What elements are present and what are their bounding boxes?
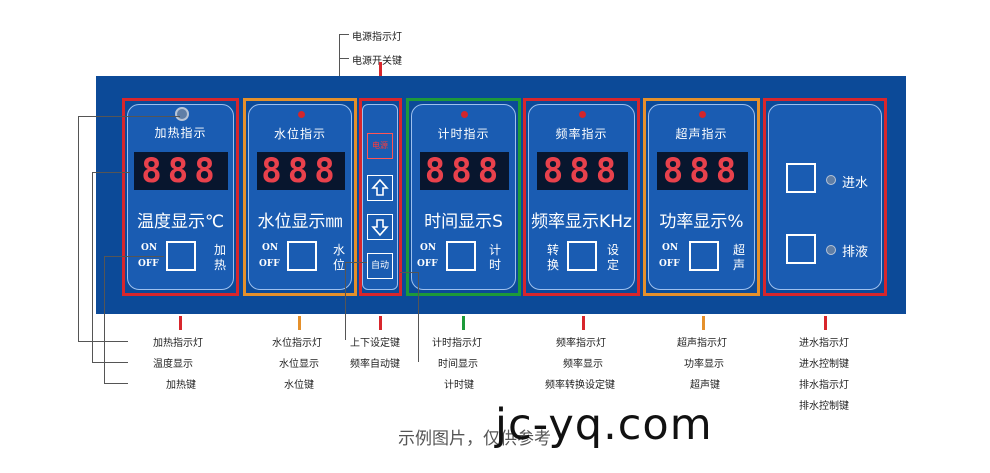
display-label: 时间显示S — [424, 212, 503, 232]
frame-power — [643, 98, 760, 296]
arrow-up-icon — [371, 178, 389, 196]
drain-label: 排液 — [842, 245, 869, 260]
annotation-freq-key: 频率转换设定键 — [545, 380, 615, 391]
panel-title: 加热指示 — [154, 126, 207, 140]
power-button[interactable]: 电源 — [367, 133, 393, 159]
on-label: ON — [262, 243, 279, 253]
annotation-water-display: 水位显示 — [279, 359, 319, 370]
display-label: 功率显示% — [659, 212, 744, 232]
annotation-freq-led: 频率指示灯 — [556, 338, 606, 349]
panel-title: 超声指示 — [675, 127, 728, 141]
side-label-bottom: 声 — [732, 258, 745, 272]
side-label-top: 设 — [606, 243, 619, 257]
panel-title: 计时指示 — [437, 127, 490, 141]
frame-timer — [406, 98, 521, 296]
power-button-label: 电源 — [372, 141, 388, 150]
heat-button[interactable] — [166, 241, 196, 271]
on-label: ON — [420, 243, 437, 253]
up-button[interactable] — [367, 175, 393, 201]
inlet-label: 进水 — [842, 176, 869, 191]
annotation-auto-key: 频率自动键 — [350, 359, 400, 370]
annotation-heat-display: 温度显示 — [153, 359, 193, 370]
frame-mid — [359, 98, 402, 296]
water-indicator-led — [298, 111, 305, 118]
inlet-button[interactable] — [786, 163, 816, 193]
caption: 示例图片，仅供参考 — [398, 429, 551, 449]
annotation-ultrasonic-led: 超声指示灯 — [677, 338, 727, 349]
annotation-water-key: 水位键 — [284, 380, 314, 391]
auto-button-label: 自动 — [370, 261, 389, 271]
annotation-timer-led: 计时指示灯 — [432, 338, 482, 349]
drain-indicator-led — [826, 245, 836, 255]
off-label: OFF — [659, 259, 680, 269]
annotation-power-indicator: 电源指示灯 — [352, 32, 402, 43]
arrow-down-icon — [371, 219, 389, 237]
annotation-water-led: 水位指示灯 — [272, 338, 322, 349]
display-label: 水位显示㎜ — [257, 212, 343, 232]
off-label: OFF — [417, 259, 438, 269]
panel-heat: 加热指示 888 温度显示℃ ON OFF 加 热 — [127, 104, 234, 290]
ultrasonic-indicator-led — [699, 111, 706, 118]
display-label: 温度显示℃ — [136, 212, 225, 232]
left-label-bottom: 换 — [546, 258, 559, 272]
off-label: OFF — [259, 259, 280, 269]
annotation-drain-led: 排水指示灯 — [799, 380, 849, 391]
side-label-top: 超 — [732, 243, 745, 257]
panel-title: 频率指示 — [555, 127, 608, 141]
timer-indicator-led — [461, 111, 468, 118]
annotation-timer-key: 计时键 — [444, 380, 474, 391]
water-level-display: 888 — [257, 152, 345, 190]
ultrasonic-button[interactable] — [689, 241, 719, 271]
timer-button[interactable] — [446, 241, 476, 271]
temperature-display: 888 — [134, 152, 228, 190]
annotation-drain-key: 排水控制键 — [799, 401, 849, 412]
annotation-ultrasonic-key: 超声键 — [690, 380, 720, 391]
side-label-bottom: 定 — [606, 258, 619, 272]
frame-drain — [763, 98, 887, 296]
panel-water: 水位指示 888 水位显示㎜ ON OFF 水 位 — [248, 104, 352, 290]
freq-indicator-led — [579, 111, 586, 118]
panel-freq: 频率指示 888 频率显示KHz 转 换 设 定 — [528, 104, 635, 290]
frame-heat — [122, 98, 239, 296]
on-label: ON — [141, 243, 158, 253]
off-label: OFF — [138, 259, 159, 269]
annotation-freq-display: 频率显示 — [563, 359, 603, 370]
freq-button[interactable] — [567, 241, 597, 271]
side-label-bottom: 热 — [213, 258, 226, 272]
panel-title: 水位指示 — [273, 127, 326, 141]
frame-water — [243, 98, 357, 296]
watermark: jc-yq.com — [495, 400, 713, 450]
frequency-display: 888 — [537, 152, 628, 190]
inlet-indicator-led — [826, 175, 836, 185]
down-button[interactable] — [367, 214, 393, 240]
side-label-top: 加 — [213, 243, 226, 257]
annotation-heat-led: 加热指示灯 — [153, 338, 203, 349]
side-label-top: 计 — [488, 243, 501, 257]
panel-drain: 进水 排液 — [768, 104, 882, 290]
water-button[interactable] — [287, 241, 317, 271]
power-display: 888 — [657, 152, 748, 190]
annotation-power-switch: 电源开关键 — [352, 56, 402, 67]
display-label: 频率显示KHz — [531, 212, 632, 232]
annotation-updown-key: 上下设定键 — [350, 338, 400, 349]
auto-button[interactable]: 自动 — [367, 253, 393, 279]
left-label-top: 转 — [546, 243, 559, 257]
annotation-power-display: 功率显示 — [684, 359, 724, 370]
panel-timer: 计时指示 888 时间显示S ON OFF 计 时 — [411, 104, 516, 290]
panel-power: 超声指示 888 功率显示% ON OFF 超 声 — [648, 104, 755, 290]
annotation-inlet-led: 进水指示灯 — [799, 338, 849, 349]
frame-freq — [523, 98, 640, 296]
annotation-inlet-key: 进水控制键 — [799, 359, 849, 370]
annotation-heat-key: 加热键 — [166, 380, 196, 391]
on-label: ON — [662, 243, 679, 253]
side-label-bottom: 位 — [332, 258, 345, 272]
annotation-timer-display: 时间显示 — [438, 359, 478, 370]
time-display: 888 — [420, 152, 509, 190]
heat-indicator-led — [175, 107, 189, 121]
side-label-top: 水 — [332, 243, 345, 257]
side-label-bottom: 时 — [488, 258, 501, 272]
drain-button[interactable] — [786, 234, 816, 264]
